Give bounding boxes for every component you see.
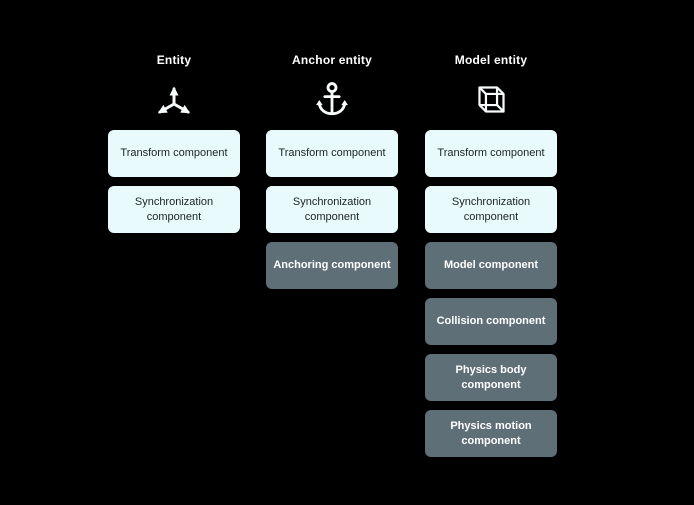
component-box-transform: Transform component — [108, 130, 240, 177]
component-label: Synchronization component — [134, 195, 214, 223]
component-label: Model component — [443, 259, 539, 271]
column-title-anchor-entity: Anchor entity — [292, 53, 372, 67]
component-label: Collision component — [436, 315, 546, 327]
component-label: Synchronization component — [292, 195, 372, 223]
component-box-anchoring: Anchoring component — [266, 242, 398, 289]
column-title-entity: Entity — [156, 53, 192, 67]
component-box-transform: Transform component — [266, 130, 398, 177]
component-label: Transform component — [278, 147, 386, 159]
component-box-physics-motion: Physics motion component — [425, 410, 557, 457]
anchor-icon — [313, 68, 351, 130]
component-label: Synchronization component — [451, 195, 531, 223]
column-anchor-entity: Anchor entity Transform component Synchr… — [266, 0, 398, 298]
component-label: Transform component — [120, 147, 228, 159]
component-list-model: Transform component Synchronization comp… — [425, 130, 557, 466]
component-list-anchor: Transform component Synchronization comp… — [266, 130, 398, 298]
component-label: Transform component — [437, 147, 545, 159]
component-box-physics-body: Physics body component — [425, 354, 557, 401]
cube-icon — [473, 68, 510, 130]
component-label: Physics body component — [455, 363, 527, 391]
component-box-transform: Transform component — [425, 130, 557, 177]
component-box-synchronization: Synchronization component — [108, 186, 240, 233]
component-box-synchronization: Synchronization component — [425, 186, 557, 233]
column-entity: Entity Transform component Synchronizati… — [108, 0, 240, 242]
component-box-collision: Collision component — [425, 298, 557, 345]
component-list-entity: Transform component Synchronization comp… — [108, 130, 240, 242]
column-title-model-entity: Model entity — [454, 53, 528, 67]
component-label: Physics motion component — [450, 419, 532, 447]
column-model-entity: Model entity Transform component Synchro… — [425, 0, 557, 466]
component-label: Anchoring component — [273, 259, 391, 271]
component-box-model: Model component — [425, 242, 557, 289]
axes-icon — [152, 68, 196, 130]
component-box-synchronization: Synchronization component — [266, 186, 398, 233]
